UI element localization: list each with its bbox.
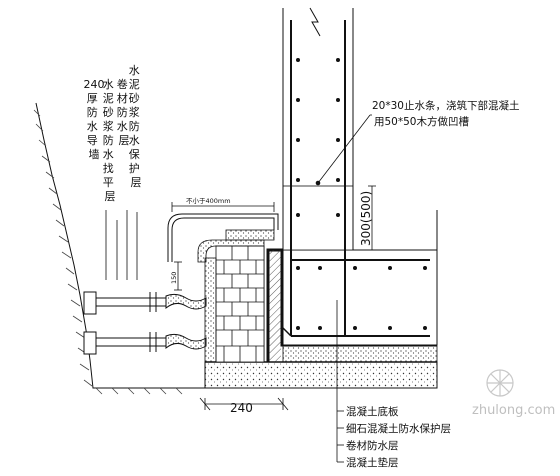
temporary-membrane-lap: [167, 213, 279, 262]
mortar-leveling-strip: [204, 257, 217, 363]
label-guide-wall: 240: [84, 78, 105, 91]
label-membrane-layer: 卷 材 防 水 层: [117, 77, 132, 147]
dim-300-500-lines: [368, 185, 376, 251]
temporary-lap-blocks: [225, 229, 275, 241]
label-guide-wall-chars: 厚 防 水 导 墙: [87, 92, 102, 161]
watermark-text: zhulong.com: [472, 403, 555, 418]
dim-150-lines: [174, 261, 182, 291]
watermark-logo: [486, 369, 514, 397]
construction-joint-zone: [282, 185, 354, 251]
fine-stone-protection-layer: [282, 345, 438, 363]
dim-150: 150: [170, 272, 178, 284]
concrete-structure: [282, 7, 438, 346]
wall-ties: [83, 291, 207, 355]
dim-300-500: 300(500): [359, 191, 373, 246]
label-concrete-base-slab: 混凝土底板: [346, 405, 399, 418]
overlap-dimension: [171, 202, 275, 212]
excavation-slope: [33, 102, 420, 395]
label-membrane-waterproof: 卷材防水层: [346, 439, 399, 452]
dim-240-lines: [199, 397, 289, 411]
rebar: [282, 20, 430, 337]
layer-leaders: [336, 300, 344, 463]
label-mortar-protection-layer: 水 泥 砂 浆 防 水 保 护 层: [129, 64, 144, 189]
label-fine-stone-protection: 细石混凝土防水保护层: [346, 422, 451, 435]
concrete-base-slab: [282, 249, 438, 346]
concrete-cushion-layer: [204, 361, 438, 389]
waterstop-leader: [317, 114, 372, 184]
concrete-wall: [283, 8, 353, 250]
waterstop-note-line1: 20*30止水条，浇筑下部混凝土: [372, 99, 519, 112]
dim-240: 240: [230, 401, 253, 415]
label-mortar-leveling-layer: 水 泥 砂 浆 防 水 找 平 层: [103, 78, 118, 203]
wall-label-leaders: [105, 210, 138, 280]
membrane-vertical-protection: [269, 250, 281, 362]
waterstop-note-line2: 用50*50木方做凹槽: [374, 115, 469, 128]
brick-guide-wall: [215, 245, 265, 363]
guide-wall-cap: [197, 239, 265, 263]
label-concrete-cushion: 混凝土垫层: [346, 456, 399, 469]
overlap-note: 不小于400mm: [186, 196, 231, 205]
